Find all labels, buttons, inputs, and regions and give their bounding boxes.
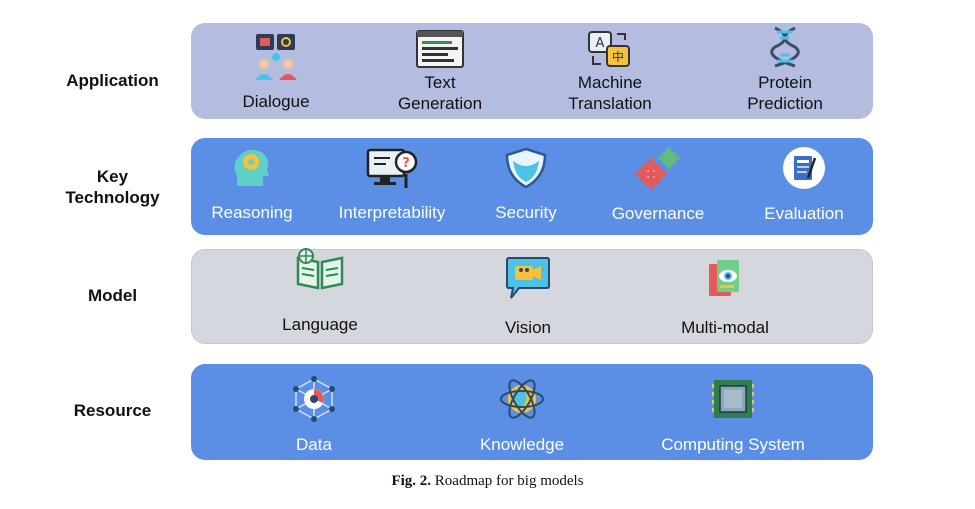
label-security: Security	[495, 203, 557, 222]
label-data: Data	[296, 435, 332, 454]
governance-gears-icon	[635, 147, 680, 190]
translation-icon: A 中	[588, 31, 630, 67]
row-label-resource: Resource	[73, 401, 152, 420]
label-machine-translation: Machine Translation	[568, 73, 652, 113]
item-dialogue: Dialogue	[226, 30, 326, 115]
label-evaluation: Evaluation	[764, 204, 844, 223]
item-protein-prediction: Protein Prediction	[735, 26, 835, 118]
video-chat-icon	[506, 257, 550, 299]
label-interpretability: Interpretability	[338, 203, 446, 222]
label-dialogue: Dialogue	[242, 92, 310, 111]
label-multi-modal: Multi-modal	[681, 318, 769, 337]
item-vision: Vision	[480, 256, 576, 341]
item-governance: Governance	[600, 144, 716, 229]
label-computing-system: Computing System	[661, 435, 805, 454]
label-language: Language	[282, 315, 358, 334]
book-icon	[296, 248, 344, 290]
security-shield-icon	[505, 147, 547, 189]
dialogue-icon	[255, 34, 297, 80]
item-evaluation: Evaluation	[752, 144, 856, 229]
label-text-generation: Text Generation	[397, 73, 483, 113]
item-multi-modal: Multi-modal	[670, 256, 780, 341]
application-band	[191, 23, 873, 119]
data-network-icon	[293, 376, 335, 422]
label-knowledge: Knowledge	[479, 435, 565, 454]
text-generation-icon	[416, 30, 464, 68]
item-reasoning: Reasoning	[202, 144, 302, 229]
label-vision: Vision	[505, 318, 551, 337]
item-text-generation: Text Generation	[389, 28, 491, 118]
label-protein-prediction: Protein Prediction	[747, 73, 823, 113]
label-reasoning: Reasoning	[211, 203, 293, 222]
row-label-key-technology: Key Technology	[65, 167, 160, 207]
item-interpretability: ? Interpretability	[328, 144, 456, 229]
item-data: Data	[264, 374, 364, 459]
label-governance: Governance	[611, 204, 705, 223]
cpu-chip-icon	[712, 380, 754, 418]
item-computing-system: Computing System	[648, 374, 818, 459]
caption-prefix: Fig. 2.	[391, 473, 432, 489]
multimodal-icon	[709, 260, 739, 296]
item-machine-translation: A 中 Machine Translation	[558, 28, 662, 118]
item-knowledge: Knowledge	[470, 374, 574, 459]
svg-text:?: ?	[402, 156, 410, 171]
figure-caption: Fig. 2. Roadmap for big models	[0, 473, 975, 490]
evaluation-notebook-icon	[783, 147, 825, 189]
row-label-model: Model	[87, 286, 138, 305]
item-security: Security	[478, 144, 574, 229]
svg-text:A: A	[596, 36, 605, 51]
svg-text:中: 中	[612, 49, 624, 64]
knowledge-atom-icon	[500, 379, 544, 419]
dna-icon	[770, 26, 800, 68]
reasoning-head-icon	[234, 149, 269, 186]
caption-text: Roadmap for big models	[434, 473, 584, 489]
interpretability-monitor-icon: ?	[366, 148, 418, 188]
row-label-application: Application	[66, 71, 159, 90]
item-language: Language	[270, 248, 370, 338]
